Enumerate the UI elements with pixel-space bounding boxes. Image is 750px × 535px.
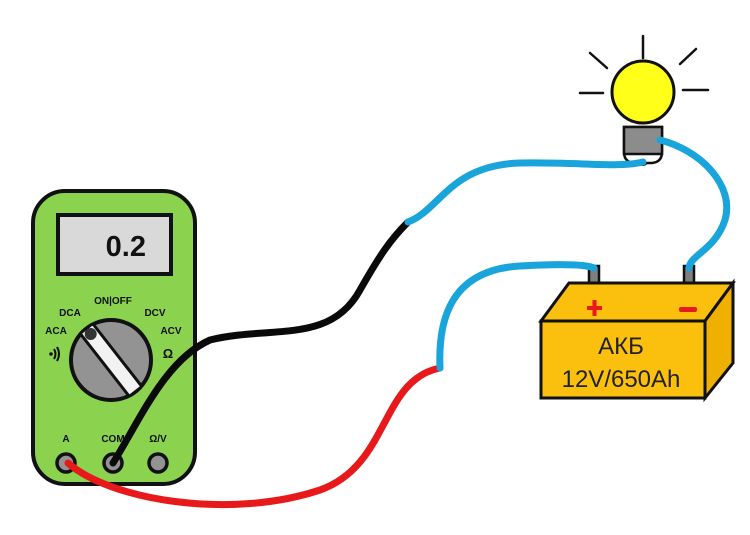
blue-battery-plus-wire[interactable] xyxy=(436,261,598,372)
display-value: 0.2 xyxy=(106,231,146,263)
battery-rating: 12V/650Ah xyxy=(562,366,681,393)
jack-label-com: COM xyxy=(101,434,124,445)
battery-top-face xyxy=(538,281,736,323)
red-probe-wire[interactable] xyxy=(64,364,444,509)
battery-front-face xyxy=(539,319,707,400)
jack-ohm-v[interactable] xyxy=(147,452,169,474)
light-bulb xyxy=(578,34,710,166)
jack-label-a: A xyxy=(62,434,69,445)
bulb-base xyxy=(622,125,664,156)
multimeter-display xyxy=(56,213,173,276)
light-rays xyxy=(578,34,710,95)
minus-icon xyxy=(679,307,697,312)
black-probe-wire[interactable] xyxy=(109,218,412,467)
dial-pointer xyxy=(79,322,143,398)
continuity-icon xyxy=(49,346,60,362)
battery: АКБ 12V/650Ah xyxy=(538,264,736,403)
wires xyxy=(64,136,731,509)
rotary-dial[interactable] xyxy=(69,318,153,402)
blue-bulb-wire[interactable] xyxy=(404,158,647,226)
dial-indicator-dot xyxy=(84,327,97,340)
jack-label-ohm-v: Ω/V xyxy=(149,434,167,445)
label-ohm: Ω xyxy=(163,346,173,361)
label-dcv: DCV xyxy=(144,308,165,319)
bulb-glass xyxy=(610,59,676,125)
plus-icon xyxy=(587,300,602,316)
blue-bulb-to-battery-minus[interactable] xyxy=(656,136,731,272)
multimeter: 0.2 ON|OFF DCA ACA DCV ACV Ω A COM Ω/V xyxy=(31,189,197,486)
label-acv: ACV xyxy=(160,326,181,337)
label-on-off: ON|OFF xyxy=(94,296,132,307)
label-aca: ACA xyxy=(45,326,67,337)
label-dca: DCA xyxy=(59,308,81,319)
battery-name: АКБ xyxy=(598,333,644,360)
